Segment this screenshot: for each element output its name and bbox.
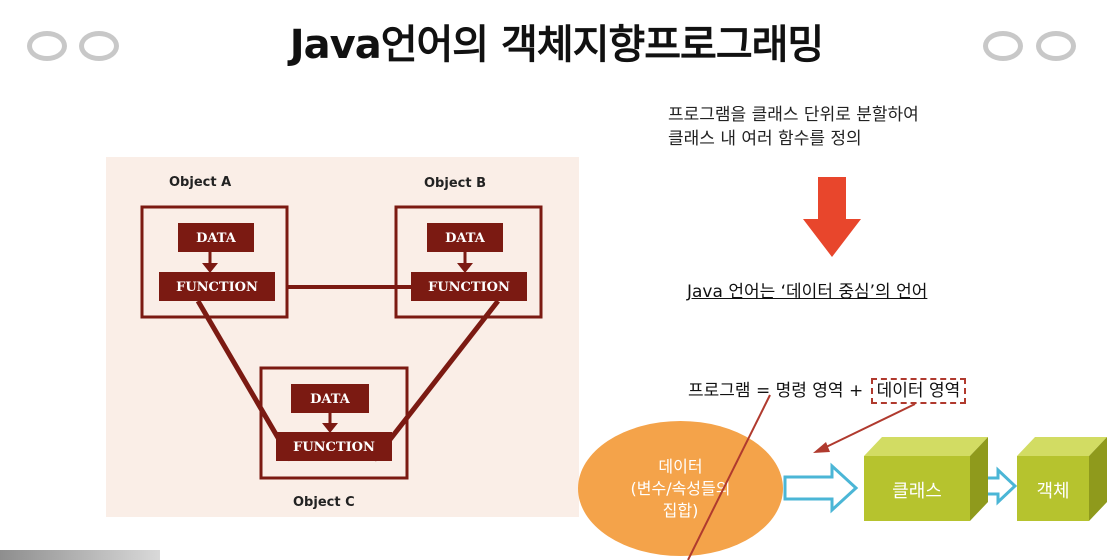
object-a-function-box <box>159 272 275 301</box>
object-a-frame <box>140 205 289 319</box>
class-label: 클래스 <box>892 481 942 502</box>
object-label: 객체 <box>1036 481 1070 502</box>
description: 프로그램을 클래스 단위로 분할하여 클래스 내 여러 함수를 정의 <box>668 103 1048 151</box>
footer-bar <box>0 550 160 560</box>
connector-ac <box>195 299 294 462</box>
pointer-arrow-icon <box>813 442 830 453</box>
red-down-arrow-icon <box>803 177 861 257</box>
data-circle-text: 데이터 (변수/속성들의 집합) <box>578 456 783 522</box>
grey-ring-icon <box>1036 31 1076 61</box>
object-a-function-label: FUNCTION <box>176 280 258 295</box>
oop-diagram-graphic: DATA FUNCTION DATA FUNCTION DATA FUNCTIO… <box>140 205 543 480</box>
object-c-data-label: DATA <box>310 392 351 407</box>
object-a-data-label: DATA <box>196 231 237 246</box>
object-b-function-box <box>411 272 527 301</box>
object-b-title: Object B <box>424 176 486 191</box>
object-cube-front <box>1017 456 1089 521</box>
data-area-highlight: 데이터 영역 <box>870 378 967 404</box>
formula: 프로그램 = 명령 영역 + 데이터 영역 <box>688 376 967 404</box>
object-b-data-label: DATA <box>445 231 486 246</box>
conclusion-text: Java 언어는 ‘데이터 중심’의 언어 <box>687 282 928 302</box>
object-c-frame <box>259 366 409 480</box>
description-line: 클래스 내 여러 함수를 정의 <box>668 129 862 149</box>
data-circle-line: 집합) <box>662 501 699 520</box>
class-cube-top <box>864 437 988 456</box>
pointer-line <box>821 403 916 450</box>
data-circle-line: (변수/속성들의 <box>630 479 731 498</box>
object-cube-top <box>1017 437 1107 456</box>
grey-ring-icon <box>79 31 119 61</box>
class-cube-front <box>864 456 970 521</box>
grey-ring-icon <box>983 31 1023 61</box>
outline-arrow-icon <box>783 462 859 514</box>
object-a-arrow-icon <box>202 263 218 273</box>
object-b-frame <box>394 205 543 319</box>
object-a-title: Object A <box>169 175 232 190</box>
class-cube-side <box>970 437 988 521</box>
formula-prefix: 프로그램 = 명령 영역 + <box>688 381 864 401</box>
object-c-title: Object C <box>293 495 355 510</box>
description-line: 프로그램을 클래스 단위로 분할하여 <box>668 105 919 125</box>
divider-line <box>687 394 771 560</box>
object-a-data-box <box>178 223 254 252</box>
object-c-function-label: FUNCTION <box>293 440 375 455</box>
object-cube-side <box>1089 437 1107 521</box>
data-circle-line: 데이터 <box>658 457 703 476</box>
grey-ring-icon <box>27 31 67 61</box>
object-b-data-box <box>427 223 503 252</box>
object-b-function-label: FUNCTION <box>428 280 510 295</box>
object-c-function-box <box>276 432 392 461</box>
connector-bc <box>372 299 500 462</box>
data-circle <box>578 421 783 556</box>
object-c-data-box <box>291 384 369 413</box>
oop-diagram: DATA FUNCTION DATA FUNCTION DATA FUNCTIO… <box>106 157 579 517</box>
object-c-arrow-icon <box>322 423 338 433</box>
object-b-arrow-icon <box>457 263 473 273</box>
slide-title: Java언어의 객체지향프로그래밍 <box>289 22 824 68</box>
